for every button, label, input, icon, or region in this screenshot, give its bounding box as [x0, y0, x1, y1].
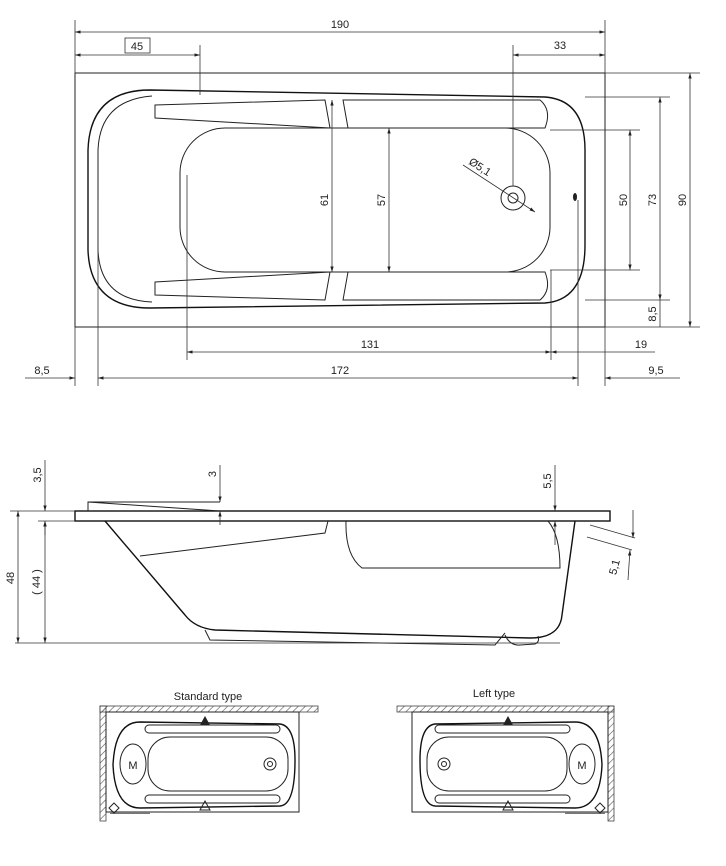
dim-19: 19 [635, 339, 647, 351]
dim-5-5: 5,5 [542, 473, 554, 488]
tub-body-section [104, 520, 576, 639]
standard-type-variant: Standard type M [99, 691, 319, 822]
dim-8-5-horizontal: 8,5 [34, 365, 49, 377]
dim-33: 33 [554, 40, 566, 52]
armrest-top-left [154, 99, 331, 129]
dim-50: 50 [618, 194, 630, 206]
valve-icon [108, 802, 120, 814]
backrest-section [87, 501, 221, 512]
rim-section [74, 510, 611, 522]
motor-label: M [577, 760, 586, 772]
armrest-top-right [342, 99, 549, 129]
tub-floor [179, 127, 551, 273]
dim-44: ( 44 ) [31, 569, 43, 595]
motor-label: M [128, 760, 137, 772]
dim-3-5: 3,5 [32, 467, 44, 482]
dim-48: 48 [5, 572, 17, 584]
dim-57: 57 [376, 194, 388, 206]
dim-3: 3 [207, 471, 219, 477]
top-view: 190 45 33 61 57 50 73 90 8,5 131 19 8,5 … [25, 19, 700, 386]
left-type-variant: Left type M [396, 688, 615, 822]
tub-outline [87, 89, 586, 309]
dim-73: 73 [647, 194, 659, 206]
dim-5-1: 5,1 [607, 558, 623, 576]
rim-outline [74, 72, 606, 328]
dim-131: 131 [361, 339, 379, 351]
dim-9-5: 9,5 [648, 365, 663, 377]
side-view: 3,5 48 ( 44 ) 3 5,5 5,1 [5, 460, 636, 646]
overflow-icon [573, 193, 577, 201]
drain-icon [437, 757, 451, 771]
standard-type-label: Standard type [174, 691, 243, 703]
dim-45: 45 [131, 41, 143, 53]
armrest-bottom-left [154, 271, 331, 301]
valve-icon [594, 802, 606, 814]
dim-90: 90 [677, 194, 689, 206]
dim-61: 61 [319, 194, 331, 206]
armrest-bottom-right [342, 271, 549, 301]
drain-icon [263, 757, 277, 771]
dim-8-5-vertical: 8,5 [647, 306, 659, 321]
dim-172: 172 [331, 365, 349, 377]
left-type-label: Left type [473, 688, 515, 700]
dim-190: 190 [331, 19, 349, 31]
